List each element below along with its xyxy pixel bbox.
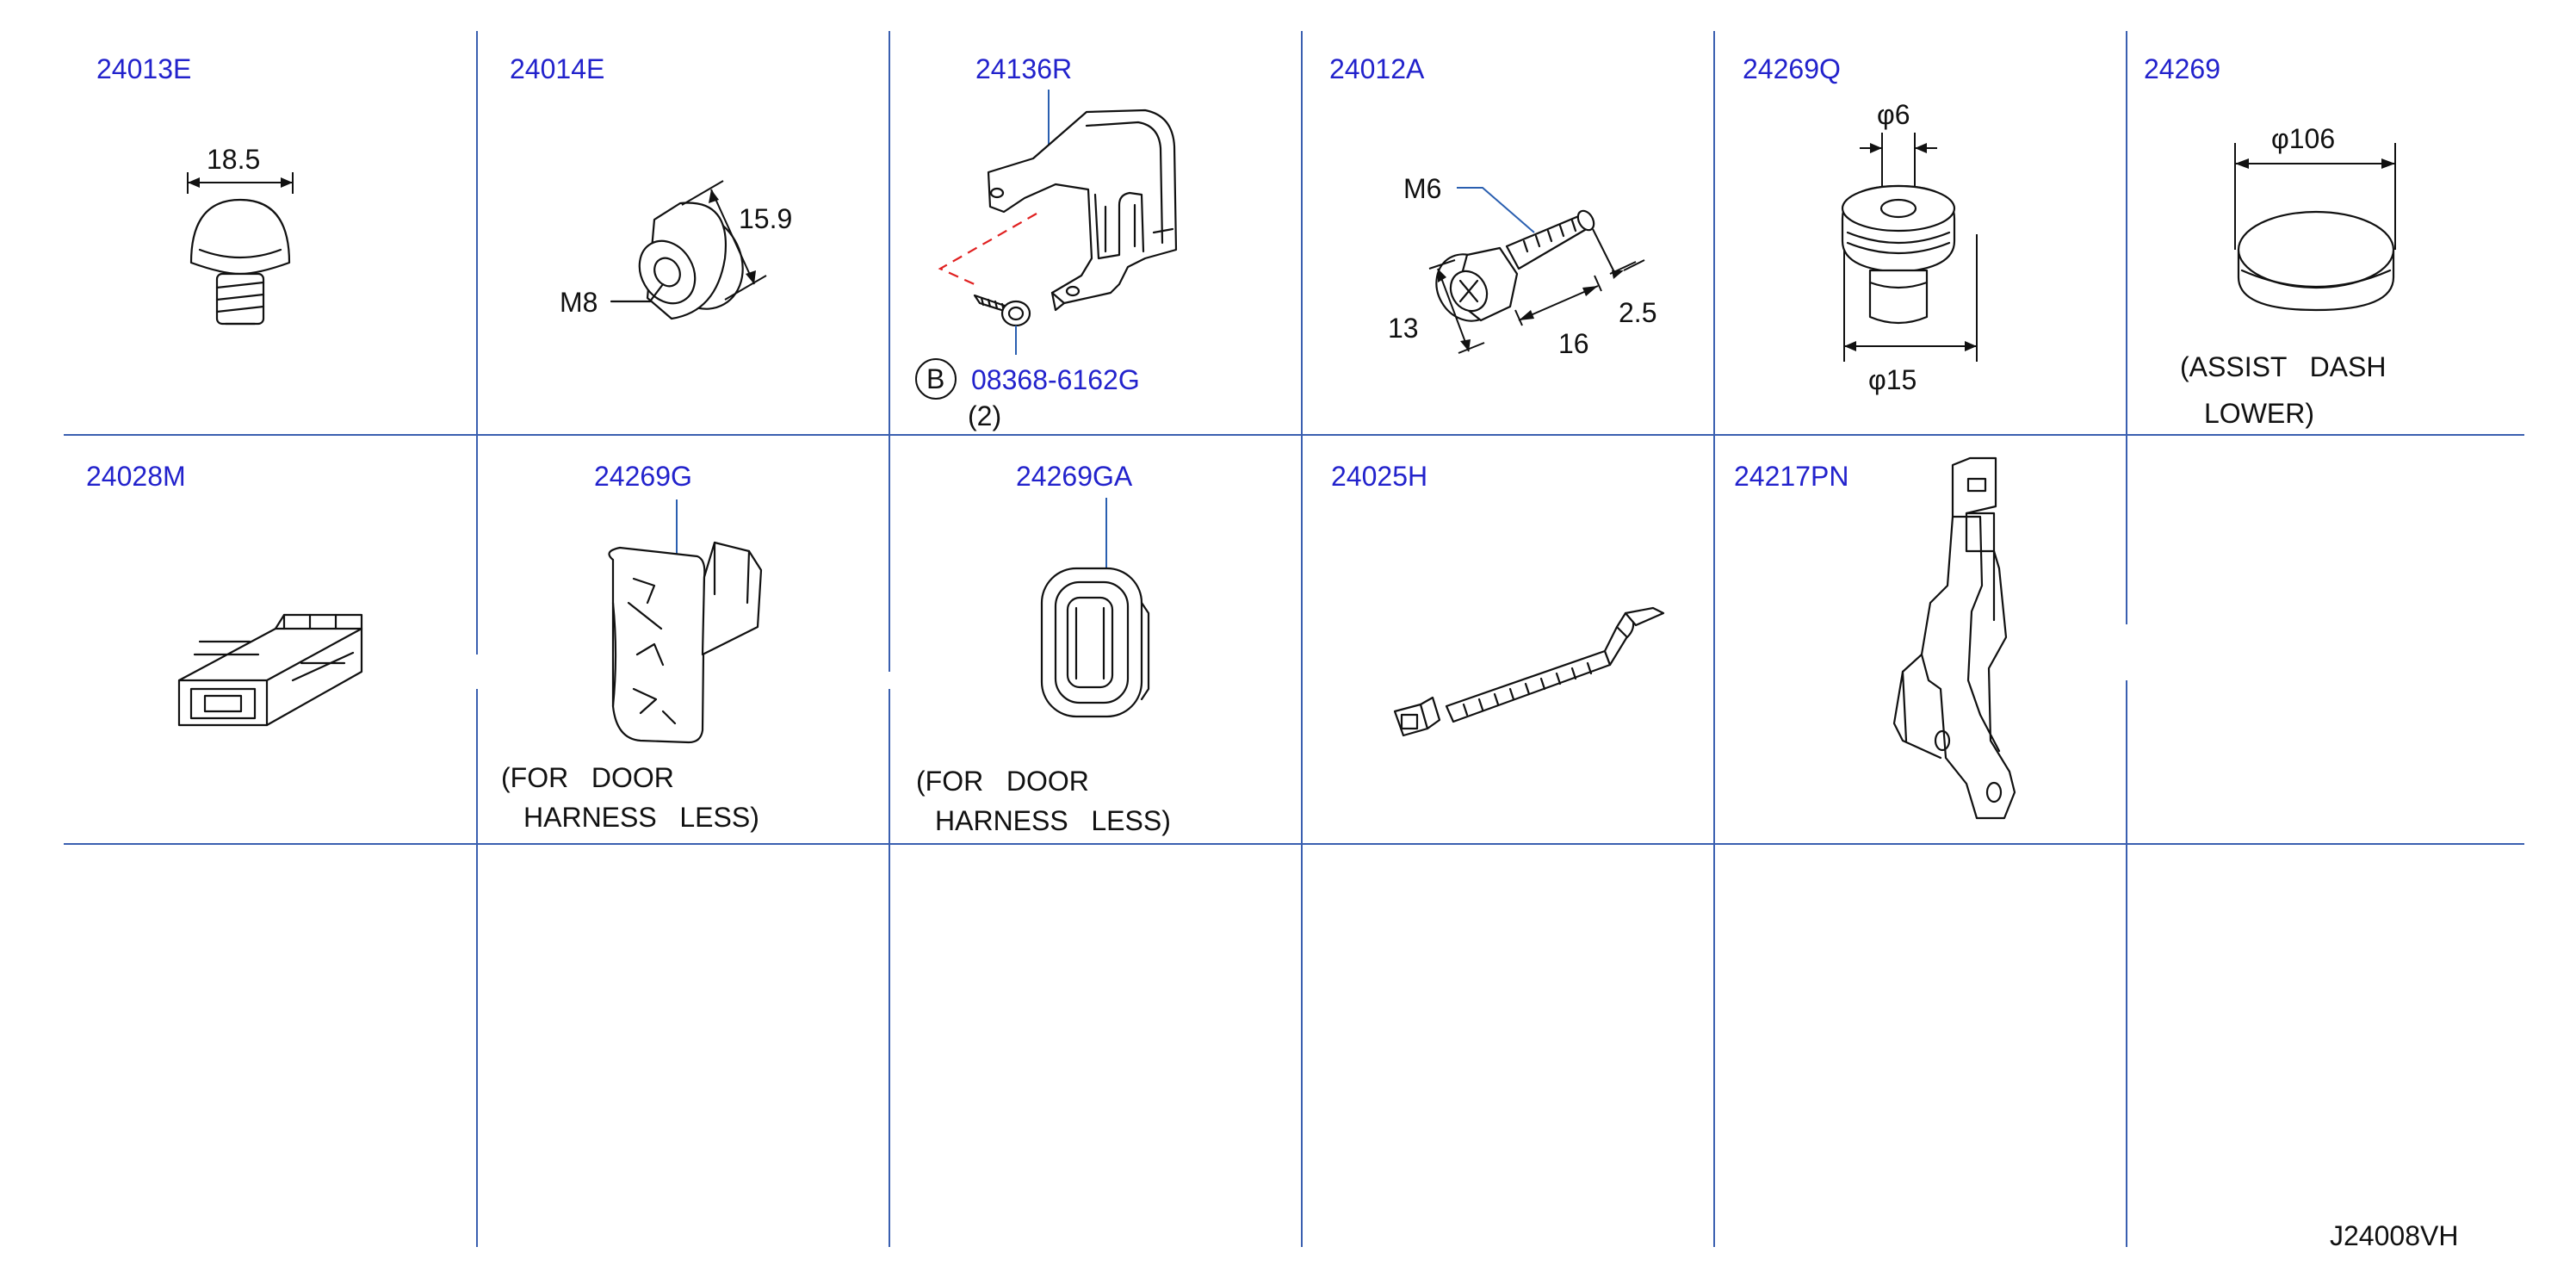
part-number[interactable]: 24269Q [1743, 53, 1841, 84]
harness-grommet-drawing [608, 541, 763, 744]
dimension-hole: φ6 [1860, 99, 1937, 198]
bolt-quantity: (2) [968, 400, 1001, 431]
part-cell-24012A: 24012A M6 13 16 [1329, 53, 1656, 359]
grid-lines [64, 31, 2524, 1247]
dimension-width: 18.5 [187, 144, 294, 194]
dimension-height: 15.9 [681, 180, 792, 301]
oval-grommet-drawing [1040, 567, 1150, 718]
part-note-line-2: HARNESS LESS) [935, 805, 1171, 836]
part-number[interactable]: 24013E [96, 53, 191, 84]
bolt-drawing [973, 294, 1031, 327]
part-cell-24269GA: 24269GA (FOR DOOR HARNESS LESS) [916, 461, 1171, 836]
thread-callout: M6 [1403, 173, 1441, 204]
part-cell-24028M: 24028M [86, 461, 363, 727]
thread-leader [1457, 187, 1535, 233]
flange-bolt-drawing [1435, 209, 1595, 322]
svg-text:2.5: 2.5 [1619, 297, 1656, 328]
thread-callout: M8 [560, 282, 665, 318]
part-cell-24269: 24269 φ106 (ASSIST DASH LOWER) [2144, 53, 2396, 429]
part-number[interactable]: 24136R [975, 53, 1072, 84]
svg-text:15.9: 15.9 [739, 203, 792, 234]
harness-bracket-drawing [1892, 456, 2016, 820]
part-cell-24269G: 24269G (FOR DOOR HARNESS LESS) [501, 461, 763, 833]
diagram-code: J24008VH [2330, 1220, 2458, 1251]
svg-text:φ6: φ6 [1877, 99, 1910, 130]
svg-text:M8: M8 [560, 287, 598, 318]
bolt-reference-badge [915, 358, 957, 400]
part-cell-24025H: 24025H [1331, 461, 1665, 737]
svg-text:B: B [926, 363, 944, 394]
part-number[interactable]: 24269G [594, 461, 692, 492]
dimension-body: φ15 [1843, 234, 1978, 395]
part-number[interactable]: 24217PN [1734, 461, 1848, 492]
part-cell-24136R: 24136R B 08368-6162G (2) [915, 53, 1178, 431]
part-cell-24013E: 24013E 18.5 [96, 53, 294, 326]
part-number[interactable]: 24028M [86, 461, 186, 492]
dimension-head: 13 [1388, 259, 1485, 354]
connector-drawing [177, 613, 363, 727]
plug-cap-drawing [2237, 210, 2395, 312]
nut-drawing [638, 202, 744, 320]
dimension-tip: 2.5 [1592, 228, 1656, 328]
part-note-line-2: HARNESS LESS) [523, 802, 759, 833]
svg-text:φ15: φ15 [1868, 364, 1917, 395]
dimension-diameter: φ106 [2234, 123, 2396, 250]
svg-text:13: 13 [1388, 313, 1419, 344]
part-number[interactable]: 24014E [510, 53, 604, 84]
part-number[interactable]: 24269 [2144, 53, 2220, 84]
part-number[interactable]: 24025H [1331, 461, 1427, 492]
part-cell-24269Q: 24269Q φ6 φ15 [1743, 53, 1978, 395]
grommet-drawing [1841, 184, 1956, 325]
part-cell-24014E: 24014E 15.9 M8 [510, 53, 792, 320]
part-note-line-2: LOWER) [2204, 398, 2314, 429]
bolt-part-number[interactable]: 08368-6162G [971, 364, 1140, 395]
svg-text:18.5: 18.5 [207, 144, 260, 175]
dimension-length: 16 [1514, 275, 1602, 359]
svg-text:φ106: φ106 [2271, 123, 2335, 154]
phantom-mount-line [938, 213, 1037, 288]
svg-text:16: 16 [1558, 328, 1589, 359]
part-note-line-1: (FOR DOOR [916, 766, 1089, 797]
push-rivet-clip-drawing [189, 198, 291, 326]
part-number[interactable]: 24012A [1329, 53, 1425, 84]
cable-tie-drawing [1393, 606, 1665, 737]
bracket-drawing [987, 109, 1178, 312]
part-cell-24217PN: 24217PN [1734, 456, 2016, 820]
part-note-line-1: (ASSIST DASH [2180, 351, 2386, 382]
part-note-line-1: (FOR DOOR [501, 762, 674, 793]
part-number[interactable]: 24269GA [1016, 461, 1133, 492]
